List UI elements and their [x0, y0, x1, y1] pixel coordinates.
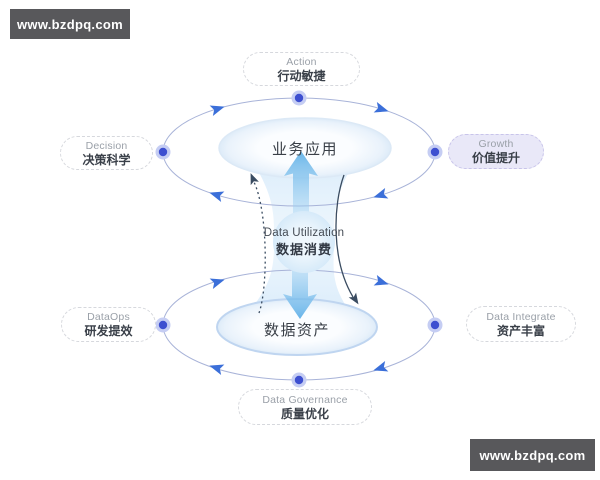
bottom-cycle-dot-south	[291, 372, 307, 388]
node-action: Action 行动敏捷	[243, 52, 360, 86]
node-action-en: Action	[286, 55, 317, 68]
node-data-governance: Data Governance 质量优化	[238, 389, 372, 425]
down-flow-arrow	[283, 238, 317, 319]
dotted-return-curve	[253, 181, 266, 314]
center-hub-label-zh: 数据消费	[275, 242, 332, 257]
center-hub-label: Data Utilization 数据消费	[232, 226, 376, 258]
top-cycle-dot-west	[155, 144, 171, 160]
center-circle	[273, 211, 335, 273]
node-dataops-zh: 研发提效	[84, 324, 133, 338]
top-cycle-dot-north	[291, 90, 307, 106]
up-flow-arrow	[284, 151, 318, 246]
top-core-label: 业务应用	[271, 141, 338, 158]
node-data-integrate-zh: 资产丰富	[496, 323, 545, 338]
node-data-governance-en: Data Governance	[262, 393, 348, 406]
bottom-cycle-dot-west	[155, 317, 171, 333]
bottom-cycle-dot-east	[427, 317, 443, 333]
node-data-integrate-en: Data Integrate	[486, 310, 556, 323]
bottom-core-label: 数据资产	[263, 322, 330, 339]
node-data-integrate: Data Integrate 资产丰富	[466, 306, 576, 342]
node-decision-zh: 决策科学	[82, 152, 131, 167]
watermark-top-left: www.bzdpq.com	[10, 9, 130, 39]
node-growth: Growth 价值提升	[448, 134, 544, 169]
node-data-governance-zh: 质量优化	[280, 406, 329, 421]
solid-down-curve	[335, 174, 354, 298]
node-dataops-en: DataOps	[87, 311, 130, 323]
node-dataops: DataOps 研发提效	[61, 307, 156, 342]
node-growth-en: Growth	[478, 138, 514, 150]
center-hub-label-en: Data Utilization	[263, 227, 345, 239]
top-cycle-dot-east	[427, 144, 443, 160]
node-decision-en: Decision	[85, 139, 128, 152]
node-action-zh: 行动敏捷	[277, 68, 326, 83]
node-decision: Decision 决策科学	[60, 136, 153, 170]
node-dots	[155, 90, 443, 388]
node-growth-zh: 价值提升	[471, 151, 520, 165]
watermark-bottom-right: www.bzdpq.com	[470, 439, 595, 471]
